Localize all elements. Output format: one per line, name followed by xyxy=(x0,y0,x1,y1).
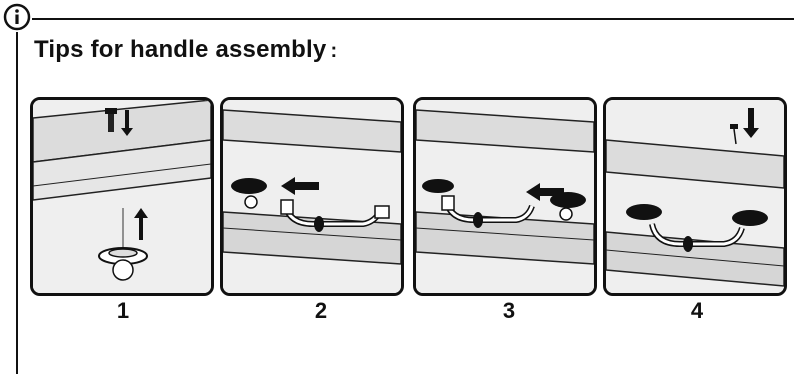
section-title: Tips for handle assembly: xyxy=(34,36,337,64)
step-2-label: 2 xyxy=(314,298,328,323)
step-2-panel xyxy=(220,97,404,296)
title-text: Tips for handle assembly xyxy=(34,36,327,63)
step-4-panel xyxy=(603,97,787,296)
side-rule xyxy=(16,32,18,374)
screw-into-rosette-illustration xyxy=(33,100,211,293)
title-colon: : xyxy=(330,40,338,62)
step-1-label: 1 xyxy=(116,298,130,323)
step-4-label: 4 xyxy=(690,298,704,323)
header-rule xyxy=(32,18,794,20)
info-icon xyxy=(3,3,31,31)
step-3-label: 3 xyxy=(502,298,516,323)
attach-right-rosette-illustration xyxy=(416,100,594,293)
attach-left-rosette-illustration xyxy=(223,100,401,293)
step-1-panel xyxy=(30,97,214,296)
secure-handle-screw-illustration xyxy=(606,100,784,293)
step-3-panel xyxy=(413,97,597,296)
